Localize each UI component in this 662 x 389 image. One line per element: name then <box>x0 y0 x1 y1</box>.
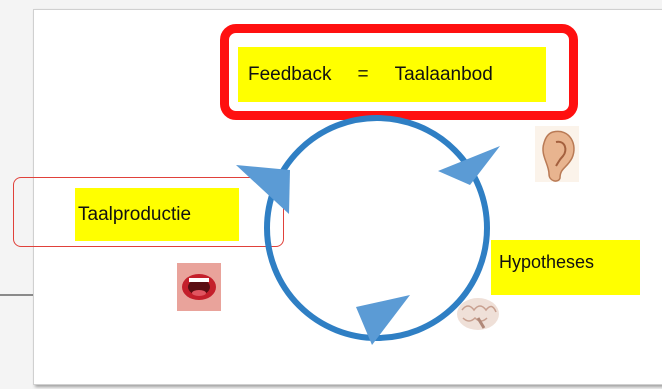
divider-line <box>0 294 40 296</box>
equals-sign: = <box>357 63 369 85</box>
arrowhead-right <box>438 146 500 185</box>
feedback-frame <box>220 24 578 120</box>
production-frame <box>13 177 284 247</box>
mouth-icon <box>177 263 221 311</box>
feedback-label: Feedback = Taalaanbod <box>238 47 546 102</box>
hypotheses-label: Hypotheses <box>491 240 640 295</box>
arrowhead-left <box>236 165 290 214</box>
feedback-text: Feedback <box>248 63 332 85</box>
brain-icon <box>457 298 499 330</box>
ear-icon <box>535 126 579 182</box>
taalaanbod-text: Taalaanbod <box>394 63 493 85</box>
production-label: Taalproductie <box>75 188 239 241</box>
arrowhead-bottom <box>356 295 410 345</box>
